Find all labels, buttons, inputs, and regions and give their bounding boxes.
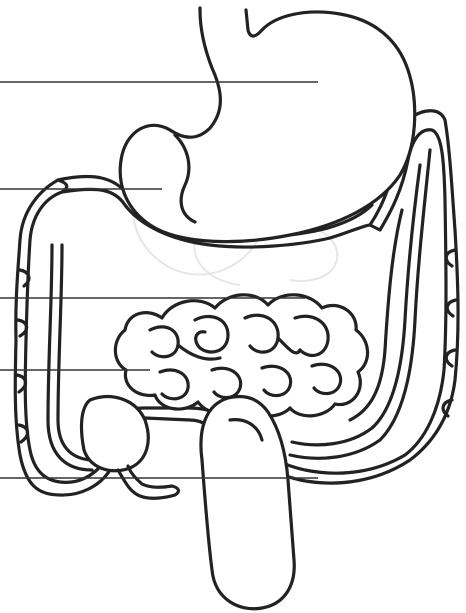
rectum — [201, 397, 294, 609]
cecum — [82, 397, 149, 471]
appendix — [118, 466, 178, 498]
rectum-shape — [201, 397, 294, 609]
